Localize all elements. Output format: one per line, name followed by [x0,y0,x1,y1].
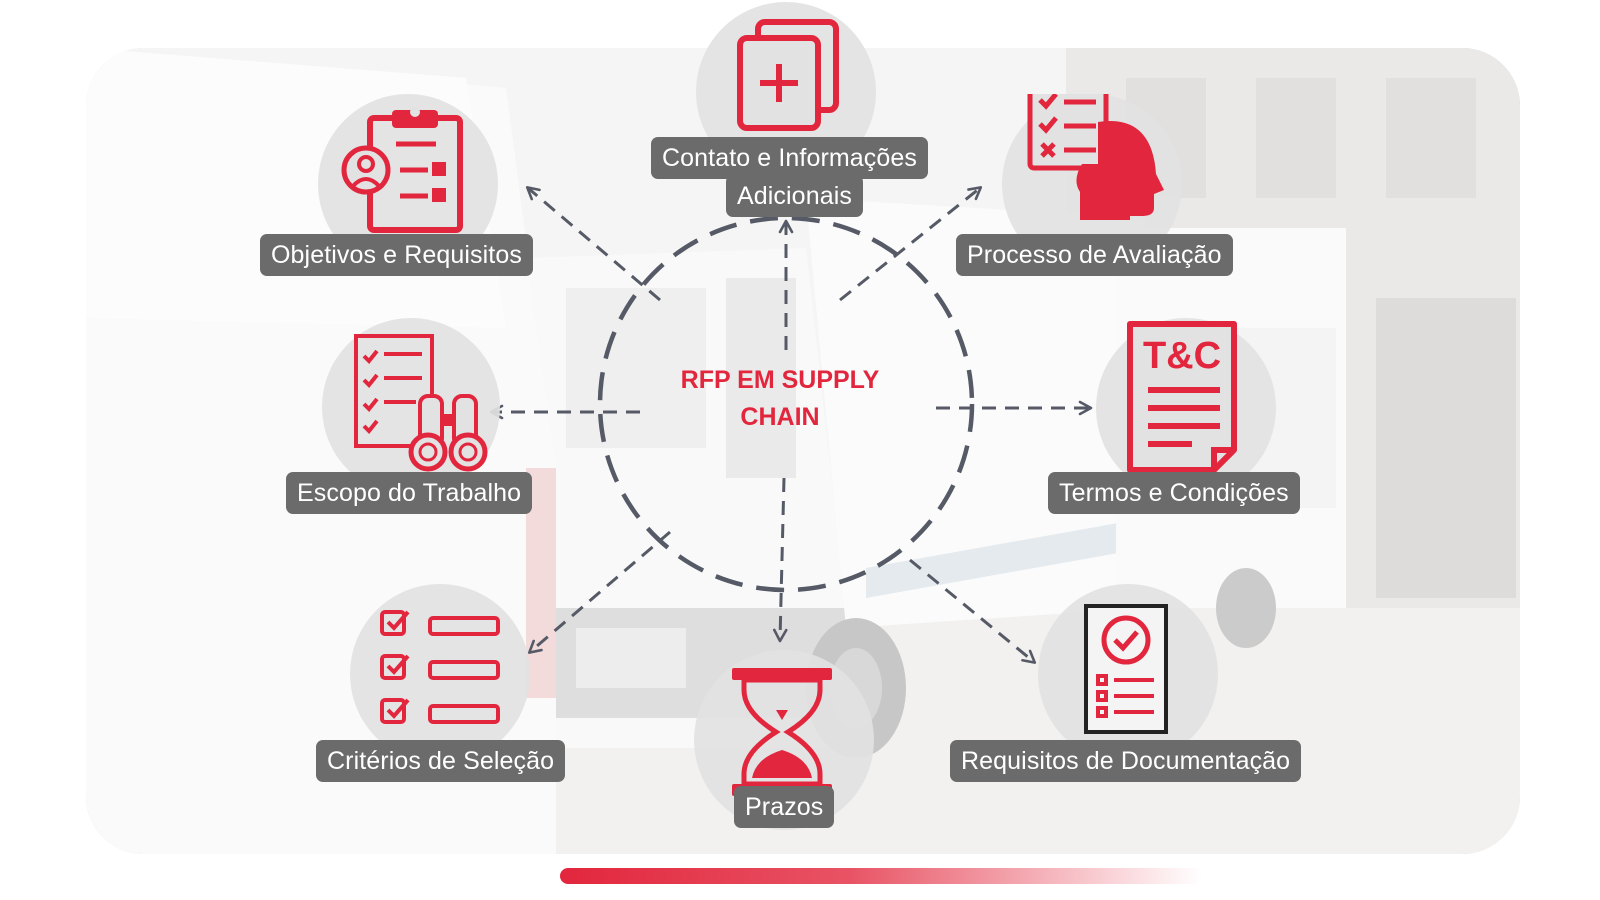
label-objetivos: Objetivos e Requisitos [260,234,533,276]
label-documentacao: Requisitos de Documentação [950,740,1302,782]
document-check-icon [1038,584,1218,764]
center-title-line-1: RFP EM SUPPLY [680,366,880,394]
label-prazos: Prazos [734,786,835,828]
label-escopo: Escopo do Trabalho [286,472,533,514]
label-contato-line-1: Contato e Informações [651,137,929,179]
label-avaliacao: Processo de Avaliação [956,234,1233,276]
label-criterios: Critérios de Seleção [316,740,566,782]
label-contato-line-2: Adicionais [726,175,863,217]
center-dashed-circle [597,215,975,593]
tc-document-icon: T&C [1096,318,1276,498]
label-termos: Termos e Condições [1048,472,1300,514]
center-title-line-2: CHAIN [740,403,820,431]
center-title: RFP EM SUPPLY CHAIN [660,362,900,436]
checkbox-list-icon [350,584,530,764]
arrow-to-avaliacao [839,186,983,302]
arrow-to-objetivos [525,186,661,302]
arrow-to-criterios [527,530,671,654]
checklist-binoculars-icon [322,318,500,496]
plus-documents-icon [696,2,876,182]
tc-icon-text: T&C [1143,335,1221,377]
arrow-to-prazos [772,477,788,643]
arrow-to-documentacao [909,558,1037,664]
accent-bar [560,868,1202,884]
